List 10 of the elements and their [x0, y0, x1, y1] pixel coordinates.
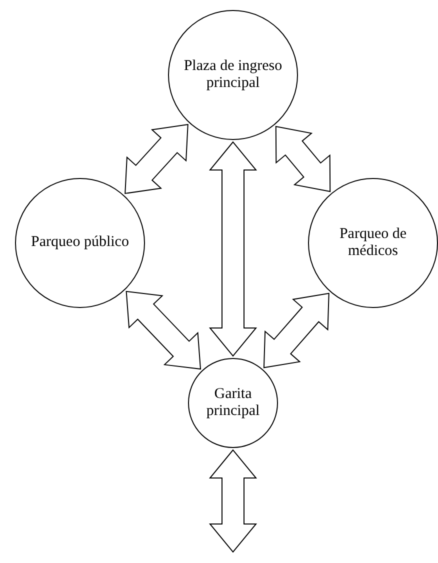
double-arrow [126, 290, 202, 370]
double-arrow [263, 292, 330, 368]
double-arrow [124, 124, 188, 194]
double-arrow [275, 126, 331, 192]
location-label: Plaza de ingreso principal [182, 58, 284, 92]
location-label: Parqueo de médicos [338, 226, 408, 260]
double-arrow [208, 141, 258, 357]
location-label: Parqueo público [30, 234, 130, 252]
location-label: Garita principal [205, 386, 261, 420]
double-arrow [208, 449, 258, 553]
